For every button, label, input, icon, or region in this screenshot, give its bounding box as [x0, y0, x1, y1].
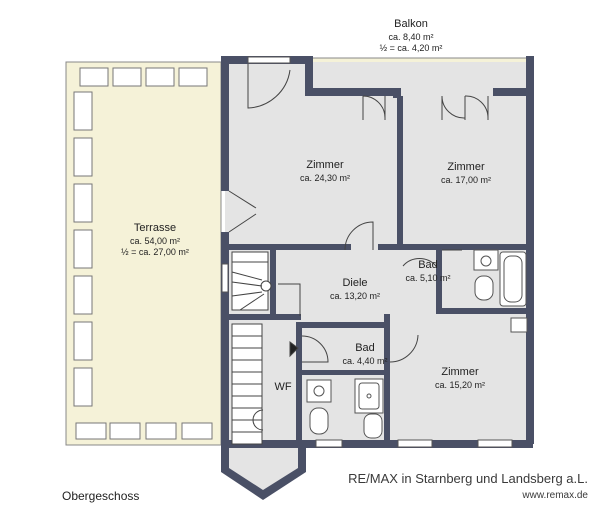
room-area: ca. 54,00 m²: [129, 235, 181, 246]
floor-title: Obergeschoss: [62, 489, 140, 503]
room-area: ca. 5,10 m²: [405, 272, 451, 283]
room-name: Diele: [342, 277, 368, 289]
room-name: Bad: [355, 342, 375, 354]
room-label-diele: Diele ca. 13,20 m²: [300, 277, 410, 302]
terrace-planters: [73, 67, 213, 440]
room-name: Bad: [418, 259, 438, 271]
windows: [221, 56, 528, 448]
room-label-bad-1: Bad ca. 5,10 m²: [395, 259, 461, 284]
room-label-zimmer-3: Zimmer ca. 15,20 m²: [405, 366, 515, 391]
room-area: ca. 4,40 m²: [342, 355, 388, 366]
room-label-terrasse: Terrasse ca. 54,00 m² ½ = ca. 27,00 m²: [95, 222, 215, 258]
room-name: Zimmer: [447, 161, 485, 173]
room-area: ca. 17,00 m²: [440, 174, 492, 185]
agency-brand: RE/MAX in Starnberg und Landsberg a.L.: [348, 471, 588, 486]
agency-website: www.remax.de: [522, 490, 588, 501]
room-extra: ½ = ca. 4,20 m²: [379, 43, 443, 53]
bathroom-fixtures: [306, 249, 527, 439]
room-name: Zimmer: [441, 366, 479, 378]
room-area: ca. 24,30 m²: [299, 172, 351, 183]
room-area: ca. 15,20 m²: [434, 379, 486, 390]
room-name: Balkon: [394, 18, 428, 30]
room-label-zimmer-1: Zimmer ca. 24,30 m²: [270, 159, 380, 184]
room-area: ca. 8,40 m²: [388, 31, 434, 42]
room-label-balkon: Balkon ca. 8,40 m² ½ = ca. 4,20 m²: [356, 18, 466, 54]
room-label-bad-2: Bad ca. 4,40 m²: [332, 342, 398, 367]
room-extra: ½ = ca. 27,00 m²: [121, 247, 189, 257]
room-label-zimmer-2: Zimmer ca. 17,00 m²: [411, 161, 521, 186]
room-name: Terrasse: [133, 222, 177, 234]
staircase: [231, 251, 301, 445]
doors: [228, 64, 489, 363]
room-name: WF: [274, 381, 292, 393]
walls: [221, 56, 534, 500]
room-label-wf: WF: [268, 381, 298, 395]
room-area: ca. 13,20 m²: [329, 290, 381, 301]
room-name: Zimmer: [306, 159, 344, 171]
